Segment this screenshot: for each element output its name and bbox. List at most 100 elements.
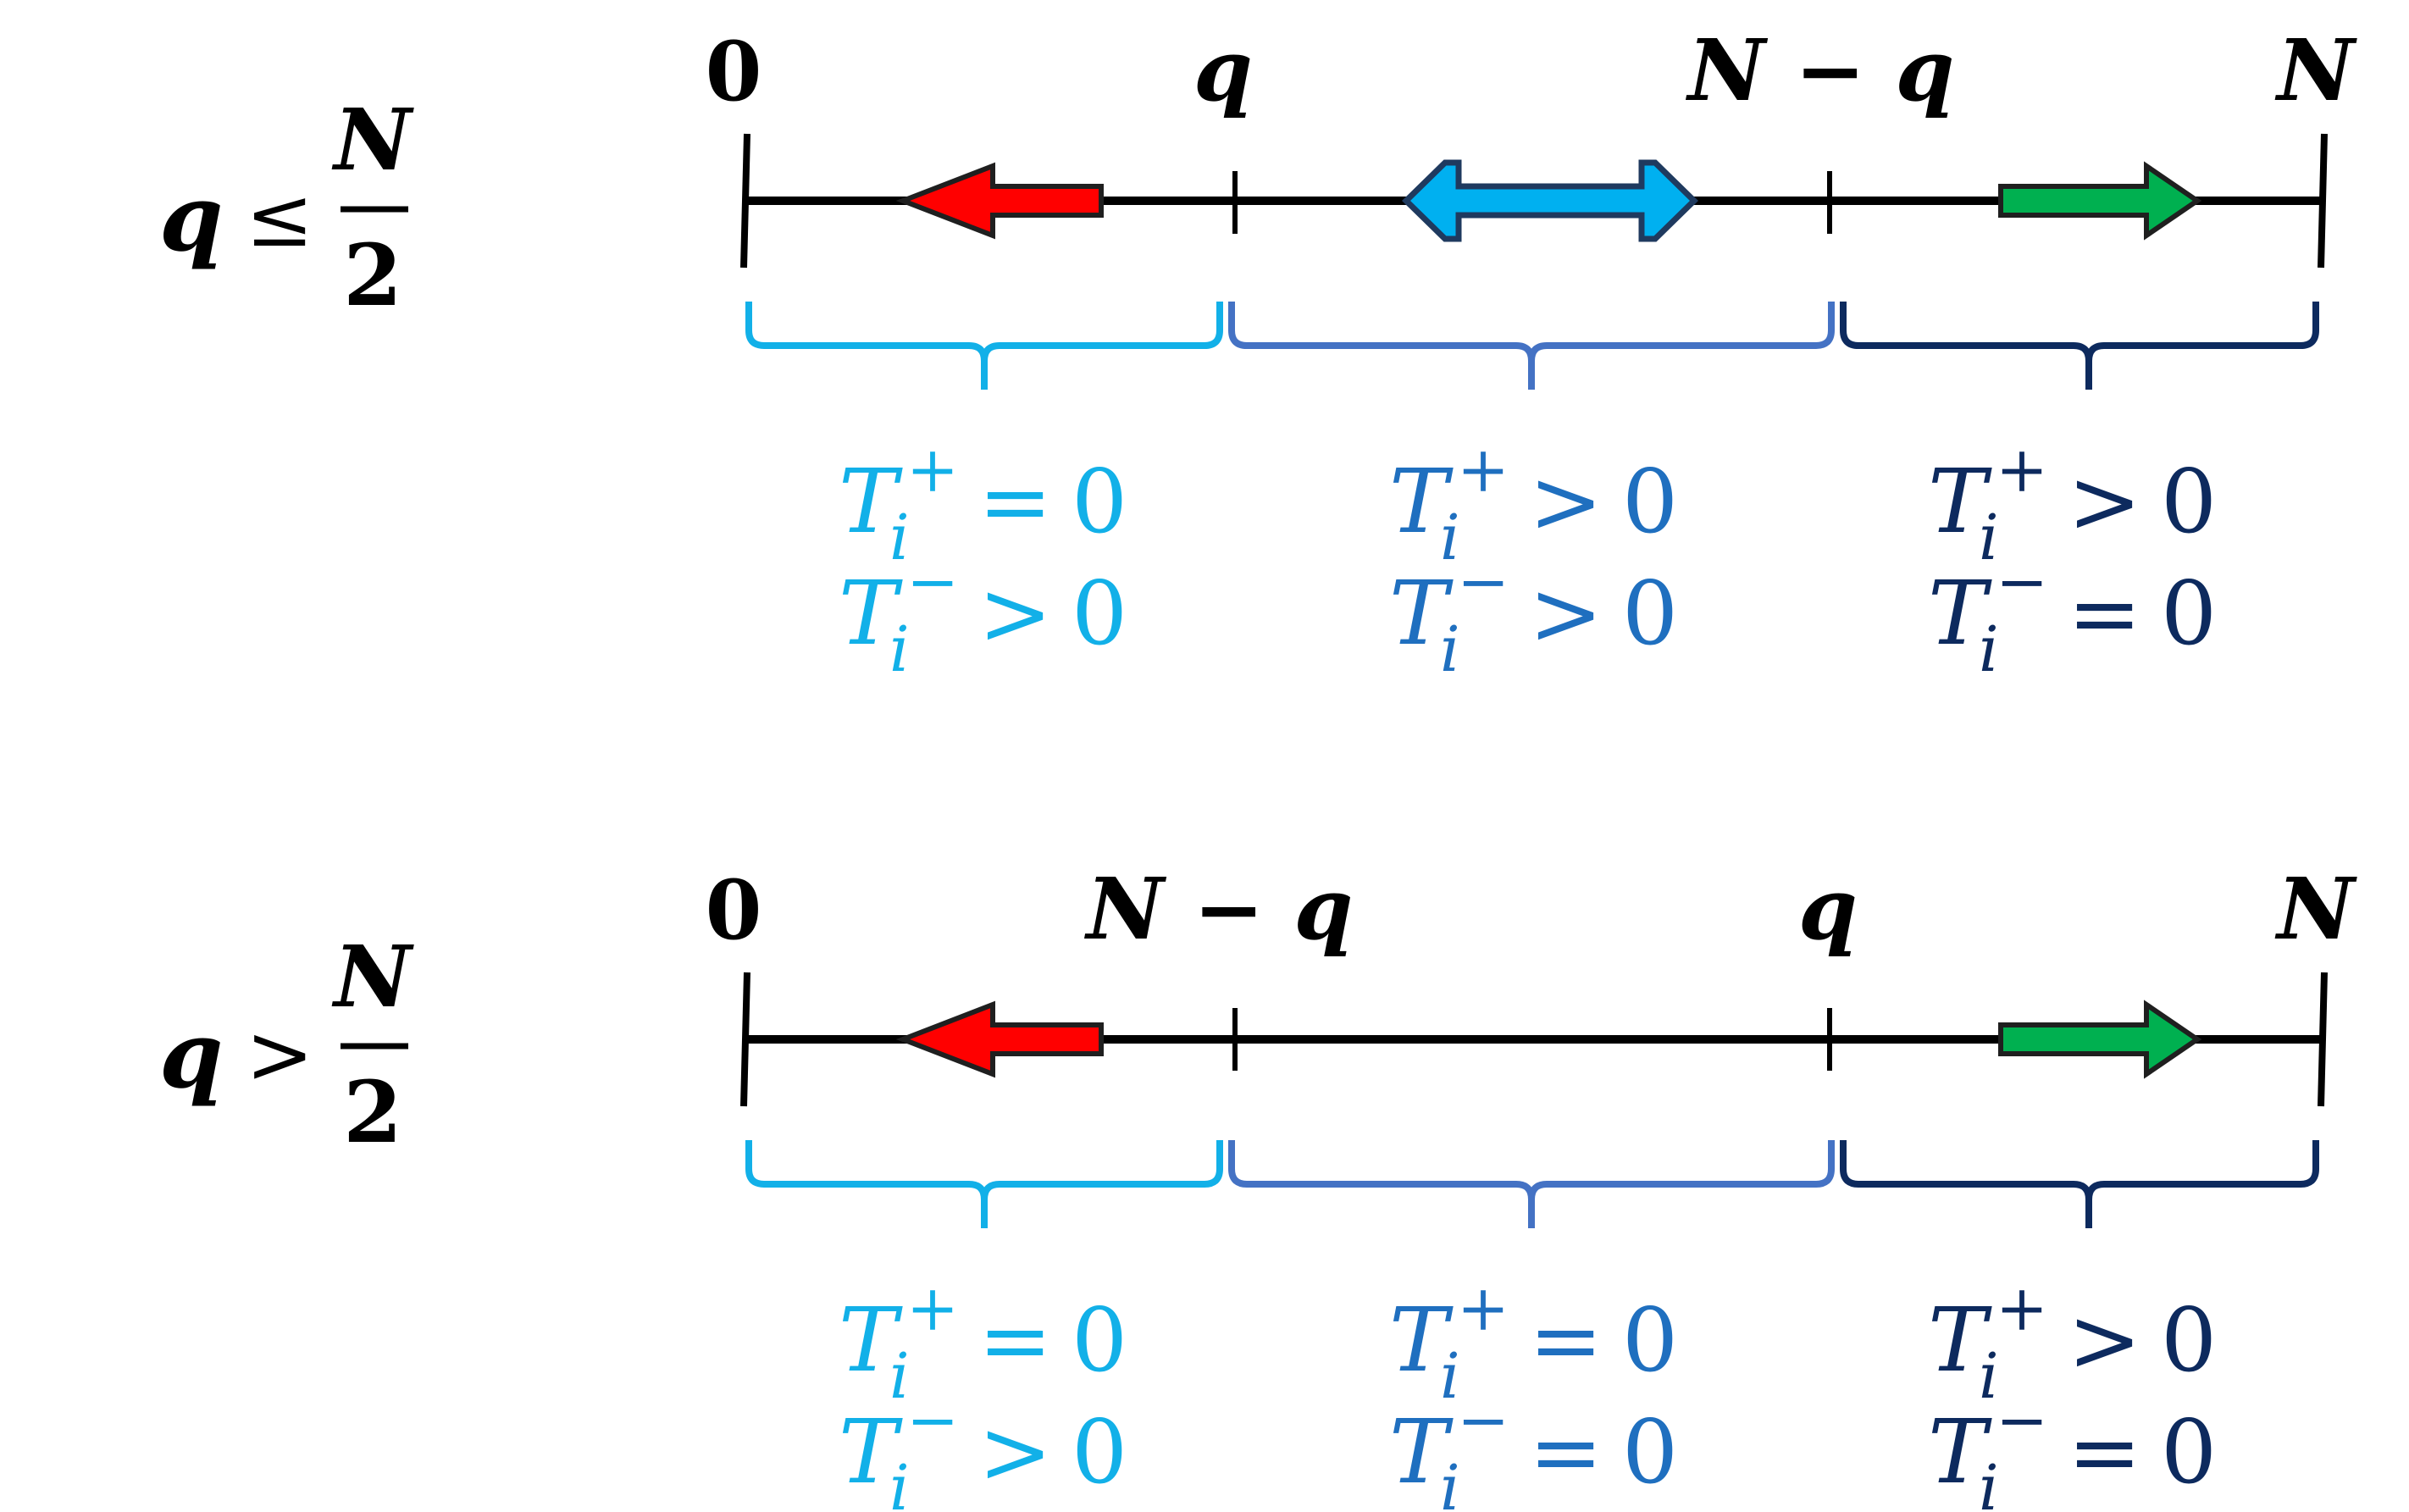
i-subscript: i bbox=[1440, 501, 1460, 574]
region-label-1: T + i = 0 T − i > 0 bbox=[839, 1272, 1127, 1512]
region-label-2: T + i = 0 T − i = 0 bbox=[1389, 1272, 1678, 1512]
tick-label-n: N bbox=[2274, 859, 2357, 959]
i-subscript: i bbox=[889, 613, 910, 686]
plus-relation: > bbox=[1529, 450, 1603, 553]
plus-superscript: + bbox=[1996, 1272, 2048, 1345]
i-subscript: i bbox=[1979, 1452, 1999, 1512]
condition-denominator: 2 bbox=[343, 225, 402, 325]
region-label-1: T + i = 0 T − i > 0 bbox=[839, 434, 1127, 686]
brace-region-2 bbox=[1228, 1140, 1835, 1228]
plus-superscript: + bbox=[1996, 434, 2048, 507]
condition-lhs: q bbox=[159, 165, 224, 272]
axis-end-right bbox=[2318, 133, 2328, 269]
T-symbol: T bbox=[839, 450, 903, 553]
condition-bottom: q > N 2 bbox=[159, 927, 414, 1162]
minus-value: 0 bbox=[1622, 1400, 1678, 1504]
tick-label-q: q bbox=[1798, 859, 1858, 959]
minus-superscript: − bbox=[1457, 1384, 1509, 1457]
minus-superscript: − bbox=[906, 1384, 959, 1457]
condition-numerator: N bbox=[331, 90, 414, 190]
i-subscript: i bbox=[1440, 1340, 1460, 1413]
plus-value: 0 bbox=[1072, 1288, 1127, 1392]
left-arrow bbox=[895, 1000, 1104, 1078]
i-subscript: i bbox=[1979, 613, 1999, 686]
plus-superscript: + bbox=[1457, 1272, 1509, 1345]
right-arrow bbox=[1998, 1000, 2202, 1079]
condition-relation: ≤ bbox=[246, 170, 313, 265]
plus-superscript: + bbox=[906, 1272, 959, 1345]
tick-label-q: q bbox=[1193, 20, 1253, 120]
plus-value: 0 bbox=[1072, 450, 1127, 553]
brace-region-2 bbox=[1228, 302, 1835, 390]
plus-value: 0 bbox=[1622, 450, 1678, 553]
T-symbol: T bbox=[1389, 1288, 1454, 1392]
T-symbol: T bbox=[1389, 450, 1454, 553]
condition-relation: > bbox=[246, 1007, 313, 1102]
i-subscript: i bbox=[1440, 613, 1460, 686]
T-symbol: T bbox=[1928, 1288, 1992, 1392]
condition-lhs: q bbox=[159, 1002, 224, 1109]
plus-relation: = bbox=[978, 1288, 1052, 1392]
tick-label-0: 0 bbox=[706, 24, 762, 119]
region-label-3: T + i > 0 T − i = 0 bbox=[1928, 1272, 2217, 1512]
condition-top: q ≤ N 2 bbox=[159, 90, 414, 325]
brace-region-1 bbox=[745, 302, 1223, 390]
axis-end-left bbox=[740, 972, 750, 1107]
plus-value: 0 bbox=[2161, 1288, 2217, 1392]
brace-region-3 bbox=[1840, 1140, 2319, 1228]
T-symbol: T bbox=[1389, 1400, 1454, 1504]
plus-value: 0 bbox=[1622, 1288, 1678, 1392]
T-symbol: T bbox=[1928, 1400, 1992, 1504]
minus-relation: > bbox=[978, 562, 1052, 665]
T-symbol: T bbox=[839, 1288, 903, 1392]
axis-end-right bbox=[2318, 972, 2328, 1107]
tick-label-n-minus-q: N − q bbox=[1686, 20, 1955, 120]
plus-superscript: + bbox=[906, 434, 959, 507]
plus-relation: = bbox=[978, 450, 1052, 553]
minus-superscript: − bbox=[1996, 546, 2048, 618]
minus-relation: > bbox=[978, 1400, 1052, 1504]
left-arrow bbox=[895, 162, 1104, 240]
minus-value: 0 bbox=[1072, 1400, 1127, 1504]
tick-label-n: N bbox=[2274, 20, 2357, 120]
T-symbol: T bbox=[1389, 562, 1454, 665]
minus-value: 0 bbox=[2161, 1400, 2217, 1504]
tick-label-n-minus-q: N − q bbox=[1084, 859, 1354, 959]
svg-text:T: T bbox=[839, 450, 903, 553]
panel-bottom: q > N 2 0 N − q q N T + i = 0 T − i > bbox=[159, 859, 2357, 1512]
condition-numerator: N bbox=[331, 927, 414, 1027]
brace-region-3 bbox=[1840, 302, 2319, 390]
minus-value: 0 bbox=[2161, 562, 2217, 665]
tick-label-0: 0 bbox=[706, 862, 762, 958]
double-arrow bbox=[1401, 159, 1699, 242]
minus-value: 0 bbox=[1622, 562, 1678, 665]
minus-relation: > bbox=[1529, 562, 1603, 665]
T-symbol: T bbox=[1928, 562, 1992, 665]
minus-relation: = bbox=[2068, 1400, 2141, 1504]
region-label-2: T + i > 0 T − i > 0 bbox=[1389, 434, 1678, 686]
plus-superscript: + bbox=[1457, 434, 1509, 507]
region-label-3: T + i > 0 T − i = 0 bbox=[1928, 434, 2217, 686]
plus-relation: > bbox=[2068, 1288, 2141, 1392]
i-subscript: i bbox=[1979, 1340, 1999, 1413]
brace-region-1 bbox=[745, 1140, 1223, 1228]
plus-relation: > bbox=[2068, 450, 2141, 553]
i-subscript: i bbox=[889, 1340, 910, 1413]
i-subscript: i bbox=[1440, 1452, 1460, 1512]
right-arrow bbox=[1998, 161, 2202, 241]
condition-denominator: 2 bbox=[343, 1062, 402, 1162]
plus-relation: = bbox=[1529, 1288, 1603, 1392]
minus-superscript: − bbox=[906, 546, 959, 618]
i-subscript: i bbox=[889, 1452, 910, 1512]
i-subscript: i bbox=[1979, 501, 1999, 574]
T-symbol: T bbox=[839, 562, 903, 665]
T-symbol: T bbox=[839, 1400, 903, 1504]
plus-value: 0 bbox=[2161, 450, 2217, 553]
minus-relation: = bbox=[2068, 562, 2141, 665]
minus-value: 0 bbox=[1072, 562, 1127, 665]
minus-superscript: − bbox=[1457, 546, 1509, 618]
panel-top: q ≤ N 2 0 q N − q N T + i = 0 bbox=[159, 20, 2357, 686]
minus-relation: = bbox=[1529, 1400, 1603, 1504]
i-subscript: i bbox=[889, 501, 910, 574]
